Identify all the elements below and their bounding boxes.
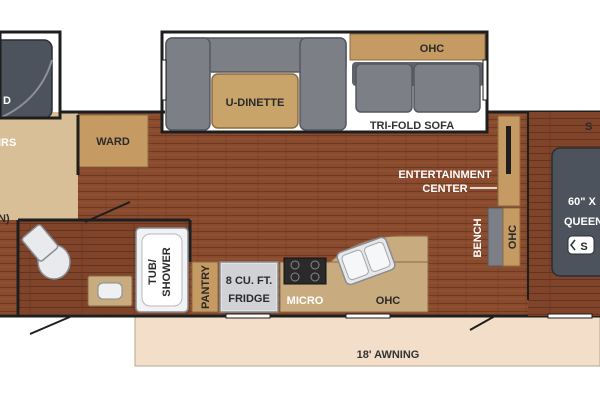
- burner-1: [290, 260, 300, 270]
- u-dinette-label: U-DINETTE: [226, 97, 285, 109]
- entry-door-2: [469, 315, 496, 331]
- burner-4: [310, 272, 320, 282]
- entry-door: [29, 315, 73, 335]
- burner-2: [310, 260, 320, 270]
- window-bottom-2: [345, 313, 391, 319]
- awning-label: 18' AWNING: [357, 349, 420, 361]
- toilet-tank: [21, 224, 59, 262]
- kitchen-sink-right: [364, 241, 391, 272]
- window-right: [482, 59, 488, 101]
- awning: [134, 315, 600, 367]
- tri-fold-sofa-label: TRI-FOLD SOFA: [370, 120, 454, 132]
- burner-3: [290, 272, 300, 282]
- cooktop: [283, 257, 327, 285]
- ohc-top: [349, 33, 486, 61]
- micro-label: MICRO: [287, 295, 324, 307]
- tub-inner: [141, 233, 183, 307]
- bed-right-fragment: S: [585, 121, 592, 133]
- sofa-seat-right: [413, 63, 481, 113]
- left-bed-pillow-curve: [0, 59, 53, 119]
- bath-door: [84, 201, 131, 223]
- left-slideout: [0, 30, 62, 120]
- dinette-cushion-left: [165, 37, 211, 131]
- bed-badge-arrow: [570, 239, 576, 251]
- bed-size-label-1: 60" X: [568, 196, 597, 208]
- tub-label-1: TUB/: [147, 259, 159, 285]
- kitchen-sink-left: [341, 249, 369, 281]
- wardrobe-label: WARD: [96, 136, 130, 148]
- fridge-shade: [222, 264, 276, 310]
- pantry-label: PANTRY: [200, 264, 212, 309]
- dinette-cushion-right: [299, 37, 347, 131]
- entertainment-center-label-2: CENTER: [422, 183, 467, 195]
- fridge-label-1: 8 CU. FT.: [226, 275, 272, 287]
- left-bedroom-carpet: [0, 112, 78, 220]
- window-left: [161, 59, 167, 101]
- window-bottom-1: [225, 313, 271, 319]
- ohc-right-label: OHC: [507, 225, 519, 250]
- sofa-seat-left: [355, 63, 413, 113]
- stairs-label: IRS: [0, 137, 16, 149]
- ohc-top-label: OHC: [420, 43, 445, 55]
- bath-sink: [97, 282, 123, 300]
- dinette-table: [211, 73, 299, 129]
- tub-label-2: SHOWER: [161, 247, 173, 297]
- tv: [506, 126, 511, 174]
- bed-badge-label: S: [580, 241, 587, 253]
- pantry: [191, 261, 219, 313]
- bench-label: BENCH: [472, 218, 484, 257]
- ohc-kitchen-label: OHC: [376, 295, 401, 307]
- ohc-right: [502, 207, 521, 267]
- entertainment-center-label-1: ENTERTAINMENT: [398, 169, 492, 181]
- fridge-label-2: FRIDGE: [228, 293, 270, 305]
- bed-size-label-2: QUEEN: [564, 216, 600, 228]
- left-bed-label: D: [3, 95, 11, 107]
- window-bottom-3: [547, 313, 593, 319]
- wardrobe: [77, 114, 149, 168]
- left-closet-label: N): [0, 213, 10, 225]
- queen-bed: [551, 147, 600, 277]
